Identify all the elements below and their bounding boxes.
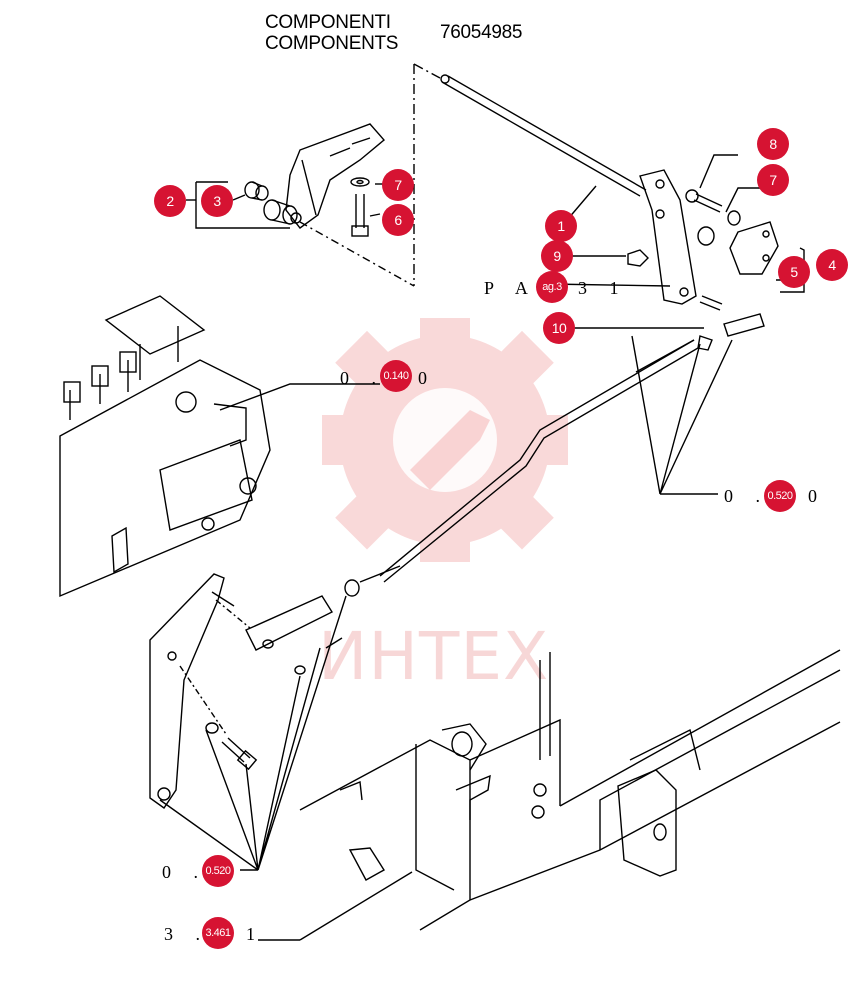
callout-part-7-right[interactable]: 7 xyxy=(757,164,789,196)
washer-part xyxy=(350,177,370,187)
ref-pag-suffix: 3 1 xyxy=(578,278,628,298)
callout-part-8[interactable]: 8 xyxy=(757,128,789,160)
pivot-block-part xyxy=(697,221,779,275)
ref-0520-right-prefix: 0 . xyxy=(724,486,769,506)
ref-0140-suffix: 0 xyxy=(418,368,436,388)
threaded-rod-part xyxy=(359,335,713,583)
bushing-part xyxy=(244,181,269,201)
chassis-frame-part xyxy=(299,649,841,931)
watermark-text: ИНТЕХ xyxy=(318,618,550,695)
callout-part-10[interactable]: 10 xyxy=(543,312,575,344)
ref-badge-0520-left[interactable]: 0.520 xyxy=(202,855,234,887)
injection-pump-part xyxy=(59,295,271,598)
nut-part xyxy=(627,249,649,267)
pedal-bracket-part xyxy=(149,573,235,809)
spring-part xyxy=(699,295,765,337)
callout-part-7-left[interactable]: 7 xyxy=(382,169,414,201)
ref-0520-right-suffix: 0 xyxy=(808,486,826,506)
bolt-right-part xyxy=(685,189,723,213)
ref-3461-suffix: 1 xyxy=(246,924,264,944)
ref-badge-pag[interactable]: ag.3 xyxy=(536,271,568,303)
ref-0520-left-prefix: 0 . xyxy=(162,862,207,882)
part-number: 76054985 xyxy=(440,22,523,43)
callout-part-9[interactable]: 9 xyxy=(541,240,573,272)
ref-0140-prefix: 0 . xyxy=(340,368,385,388)
callout-part-4[interactable]: 4 xyxy=(816,249,848,281)
lever-part xyxy=(639,169,697,305)
pad-block-part xyxy=(245,595,334,651)
header-title-it: COMPONENTI xyxy=(265,12,391,33)
callout-part-5[interactable]: 5 xyxy=(778,256,810,288)
callout-part-1[interactable]: 1 xyxy=(545,210,577,242)
ref-3461-prefix: 3 . xyxy=(164,924,209,944)
ref-badge-3461[interactable]: 3.461 xyxy=(202,917,234,949)
callout-part-2[interactable]: 2 xyxy=(154,185,186,217)
callout-part-3[interactable]: 3 xyxy=(201,185,233,217)
ref-badge-0140[interactable]: 0.140 xyxy=(380,360,412,392)
bushing-large-part xyxy=(263,199,298,225)
control-rod-part xyxy=(440,74,647,197)
bolt-part xyxy=(351,194,369,237)
ref-badge-0520-right[interactable]: 0.520 xyxy=(764,480,796,512)
callout-part-6[interactable]: 6 xyxy=(382,204,414,236)
header-title-en: COMPONENTS xyxy=(265,33,399,54)
ref-pag-prefix: P A xyxy=(484,278,537,298)
bracket-part xyxy=(285,123,385,229)
